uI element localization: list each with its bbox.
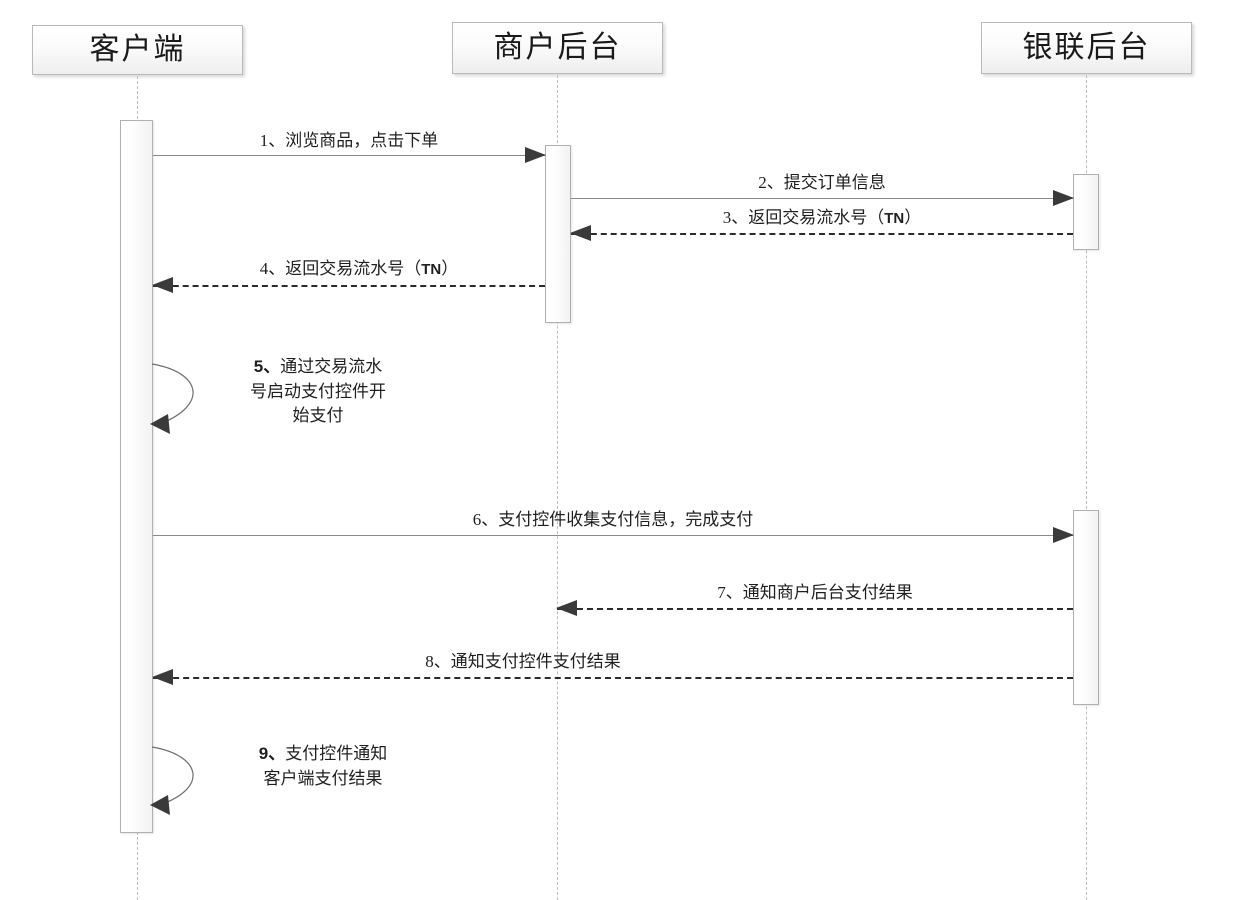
message-1-label: 1、浏览商品，点击下单 xyxy=(153,130,545,153)
message-3-label: 3、返回交易流水号（TN） xyxy=(571,207,1073,230)
message-5-number: 5、 xyxy=(253,357,281,376)
lifeline-label-merchant: 商户后台 xyxy=(493,31,622,64)
message-5-line-2: 号启动支付控件开 xyxy=(250,381,386,401)
arrowhead-left-icon xyxy=(570,225,591,241)
message-2-label: 2、提交订单信息 xyxy=(571,172,1073,195)
message-4-text-post: ） xyxy=(441,259,459,278)
message-9-line-1: 支付控件通知 xyxy=(285,744,388,763)
lifeline-head-merchant[interactable]: 商户后台 xyxy=(452,22,663,74)
arrowhead-right-icon xyxy=(525,147,546,163)
message-1-line xyxy=(153,155,545,156)
message-5-line-3: 始支付 xyxy=(292,406,344,426)
message-4-line xyxy=(153,285,545,287)
arrowhead-self-icon xyxy=(150,795,170,815)
message-8-text: 8、通知支付控件支付结果 xyxy=(425,652,621,671)
activation-bar-client[interactable] xyxy=(120,120,153,833)
message-8-label: 8、通知支付控件支付结果 xyxy=(153,651,893,674)
activation-bar-unionpay-2[interactable] xyxy=(1073,510,1099,705)
message-2-line xyxy=(571,198,1073,199)
message-5-label: 5、通过交易流水 号启动支付控件开 始支付 xyxy=(228,355,408,429)
message-1-text: 1、浏览商品，点击下单 xyxy=(259,131,439,150)
arrowhead-left-icon xyxy=(556,600,577,616)
message-6-label: 6、支付控件收集支付信息，完成支付 xyxy=(153,509,1073,532)
arrowhead-left-icon xyxy=(152,669,173,685)
message-4-label: 4、返回交易流水号（TN） xyxy=(163,258,555,281)
lifeline-head-client[interactable]: 客户端 xyxy=(32,25,243,75)
lifeline-unionpay xyxy=(1086,75,1087,900)
message-7-text: 7、通知商户后台支付结果 xyxy=(717,583,913,602)
self-loop-curve xyxy=(151,363,194,425)
message-7-line xyxy=(557,608,1073,610)
message-3-text-post: ） xyxy=(904,208,922,227)
message-3-line xyxy=(571,233,1073,235)
self-loop-curve xyxy=(151,746,194,806)
message-4-text-pre: 4、返回交易流水号（ xyxy=(259,259,422,278)
message-5-line-1: 通过交易流水 xyxy=(280,357,383,376)
message-9-line-2: 客户端支付结果 xyxy=(263,768,383,788)
message-4-text-bold: TN xyxy=(421,261,442,278)
arrowhead-right-icon xyxy=(1053,527,1074,543)
message-3-text-bold: TN xyxy=(884,210,905,227)
message-5-self-loop[interactable] xyxy=(148,358,238,438)
lifeline-merchant xyxy=(557,75,558,900)
message-8-line xyxy=(153,677,1073,679)
message-9-self-loop[interactable] xyxy=(148,743,238,818)
activation-bar-unionpay-1[interactable] xyxy=(1073,174,1099,250)
arrowhead-right-icon xyxy=(1053,190,1074,206)
lifeline-label-unionpay: 银联后台 xyxy=(1022,31,1151,64)
arrowhead-self-icon xyxy=(150,414,170,434)
arrowhead-left-icon xyxy=(152,277,173,293)
message-7-label: 7、通知商户后台支付结果 xyxy=(557,582,1073,605)
activation-bar-merchant[interactable] xyxy=(545,145,571,323)
message-2-text: 2、提交订单信息 xyxy=(758,173,886,192)
message-6-line xyxy=(153,535,1073,536)
message-3-text-pre: 3、返回交易流水号（ xyxy=(722,208,885,227)
message-6-text: 6、支付控件收集支付信息，完成支付 xyxy=(472,510,754,529)
message-9-label: 9、支付控件通知 客户端支付结果 xyxy=(228,742,418,791)
message-9-number: 9、 xyxy=(258,744,286,763)
lifeline-label-client: 客户端 xyxy=(89,33,186,66)
lifeline-head-unionpay[interactable]: 银联后台 xyxy=(981,22,1192,74)
